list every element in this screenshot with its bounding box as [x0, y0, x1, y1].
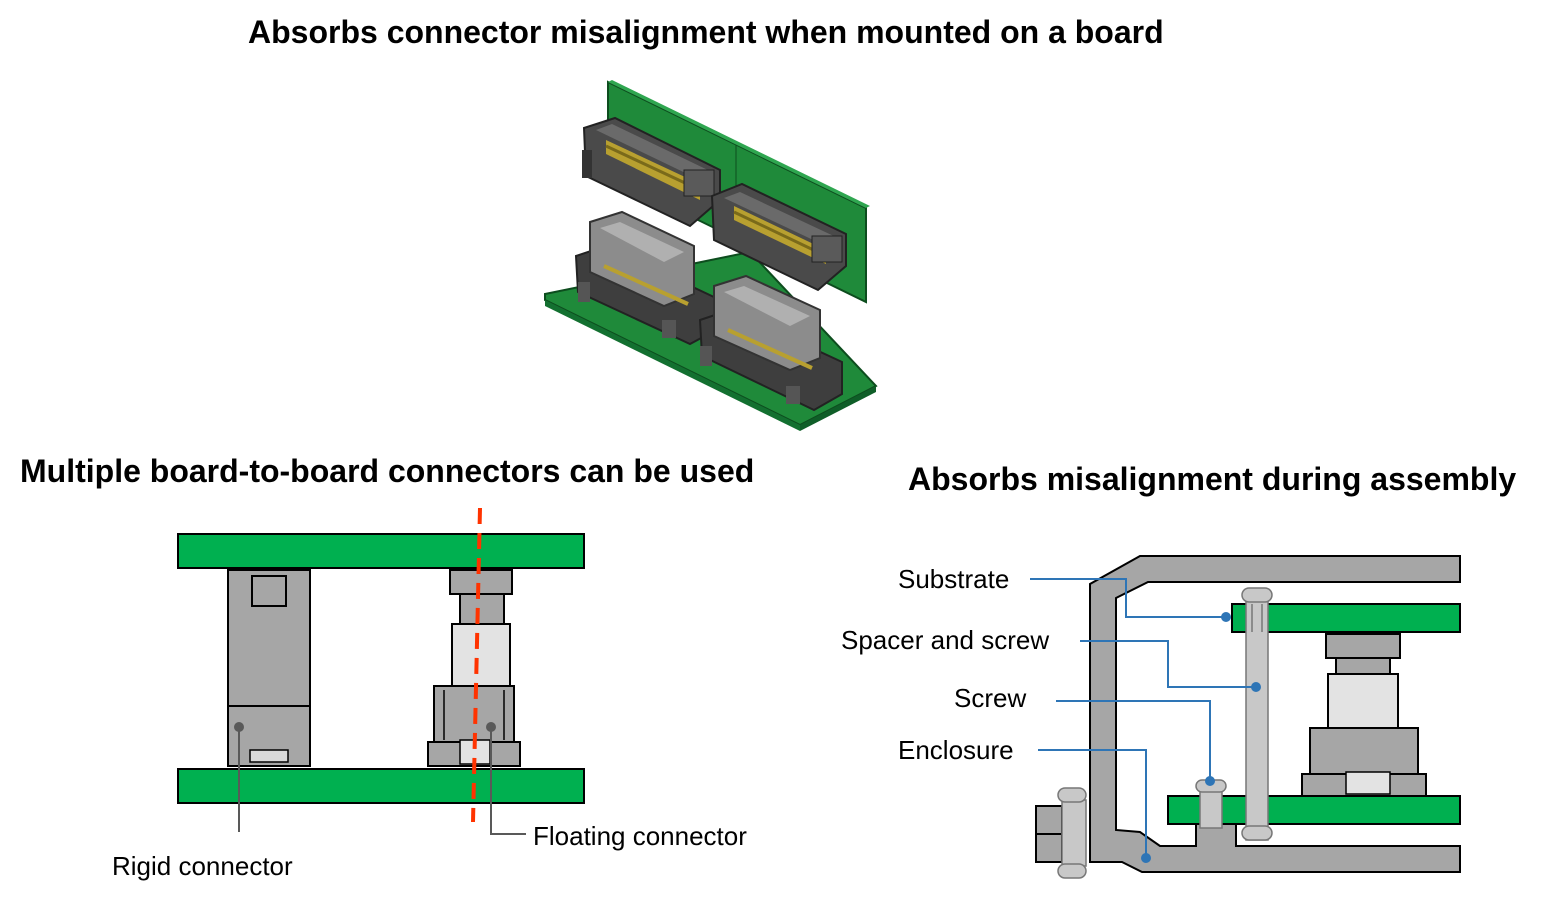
side-screw: [1035, 787, 1087, 879]
connector-bottom-left: [574, 210, 717, 346]
lower-board: [177, 768, 585, 804]
leader-lines: [1030, 578, 1256, 858]
center-axis-line: [471, 507, 482, 823]
floating-connector-label: Floating connector: [533, 821, 747, 851]
connector-top-left: [582, 116, 721, 228]
connector-top-right: [710, 182, 847, 292]
screw-label: Screw: [954, 683, 1027, 713]
left-diagram-title: Multiple board-to-board connectors can b…: [20, 453, 755, 489]
substrate-label: Substrate: [898, 564, 1010, 594]
right-diagram-title: Absorbs misalignment during assembly: [908, 461, 1517, 497]
spacer-and-screw: [1241, 587, 1273, 841]
connector-bottom-right: [698, 274, 843, 412]
small-screw: [1195, 779, 1227, 829]
upper-substrate: [1231, 603, 1461, 633]
floating-connector: [427, 569, 521, 767]
spacer-and-screw-label: Spacer and screw: [841, 625, 1050, 655]
upper-board: [177, 533, 585, 569]
rigid-connector: [227, 569, 311, 767]
right-floating-connector: [1301, 633, 1427, 797]
main-title: Absorbs connector misalignment when moun…: [248, 14, 1164, 50]
rigid-connector-label: Rigid connector: [112, 851, 293, 881]
floating-leader: [490, 727, 526, 835]
leader-dots: [1141, 612, 1261, 863]
enclosure-label: Enclosure: [898, 735, 1014, 765]
